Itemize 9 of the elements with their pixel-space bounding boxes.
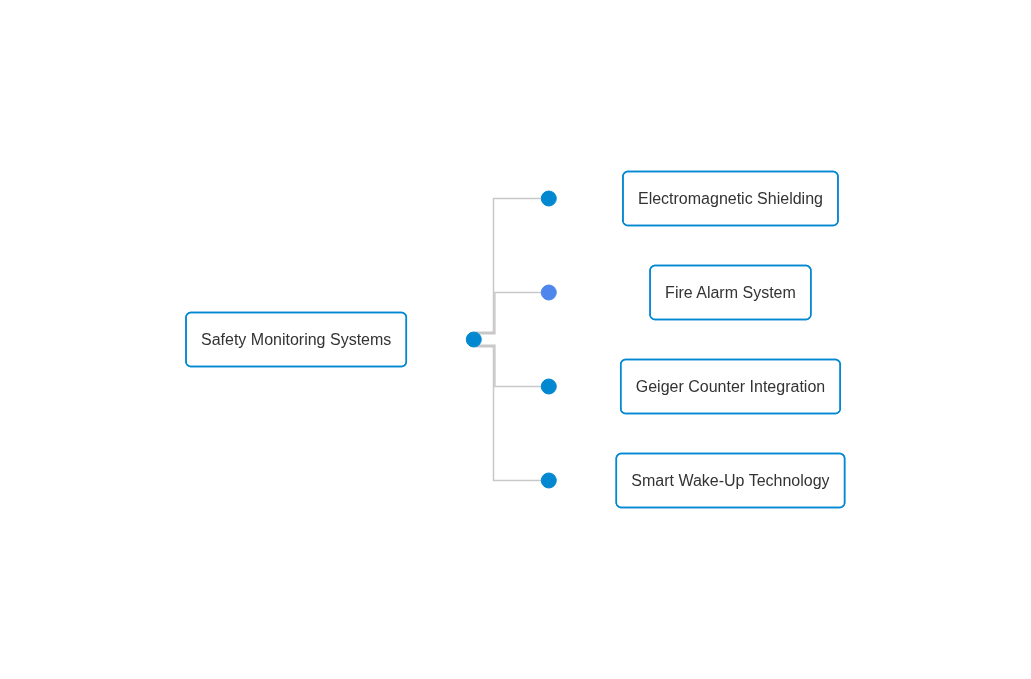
node-circle	[541, 284, 557, 301]
connector	[477, 344, 543, 388]
connector	[477, 291, 543, 335]
node-circle	[541, 190, 557, 207]
node-circle	[541, 472, 557, 489]
node-circle	[466, 331, 482, 348]
node-circle	[541, 378, 557, 395]
connector	[475, 346, 543, 482]
connector	[475, 197, 543, 333]
